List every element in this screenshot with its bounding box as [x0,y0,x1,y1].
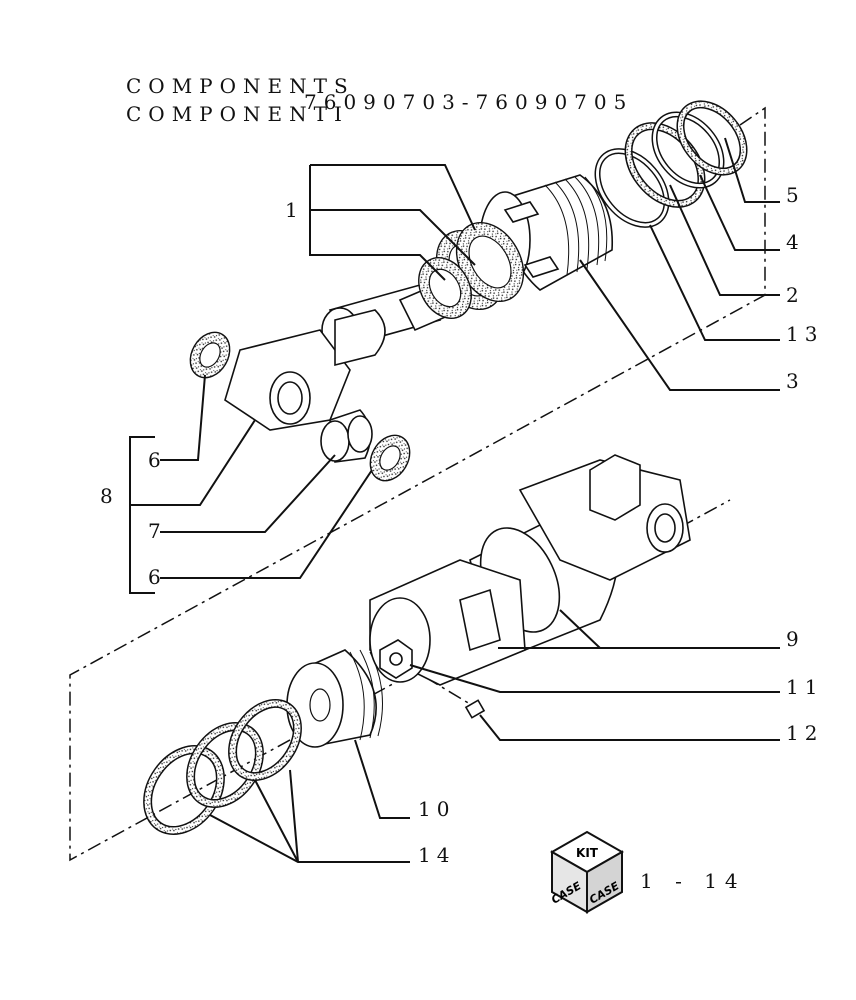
callout-3: 3 [786,369,805,393]
callout-14: 14 [418,843,455,867]
plug-12 [464,699,486,719]
fitting-11 [379,639,413,679]
page-reference: 1 - 14 [640,869,746,893]
callout-7: 7 [148,519,167,543]
kit-badge-label: KIT [576,846,599,860]
header-title-componenti: COMPONENTI [126,102,349,126]
callout-9: 9 [786,627,805,651]
callout-6-upper: 6 [148,448,167,472]
callout-4: 4 [786,230,805,254]
callout-10: 10 [418,797,455,821]
leader-lines [129,137,780,863]
rod-eye [224,309,386,431]
callout-6-lower: 6 [148,565,167,589]
bushing-7 [320,409,373,463]
seal-kit-14 [143,699,302,835]
wiper-seal-6-upper [189,331,231,379]
assembly-axis-upper [69,106,766,862]
wiper-seal-6-lower [369,434,411,482]
header-serial-range: 76090703-76090705 [304,90,634,114]
callout-13: 13 [786,322,823,346]
callout-1: 1 [285,198,304,222]
callout-5: 5 [786,183,805,207]
header-title-components: COMPONENTS [126,74,355,98]
retaining-ring-13 [594,148,670,228]
cylinder-clevis-end [518,454,691,581]
callout-12: 12 [786,721,823,745]
backup-ring-4 [651,111,725,189]
callout-11: 11 [786,675,823,699]
kit-badge-icon: KIT CASE CASE [549,830,625,914]
callout-8: 8 [100,484,119,508]
piston-seals-stack [418,221,525,319]
callout-2: 2 [786,283,805,307]
seal-ring-5 [676,100,748,176]
